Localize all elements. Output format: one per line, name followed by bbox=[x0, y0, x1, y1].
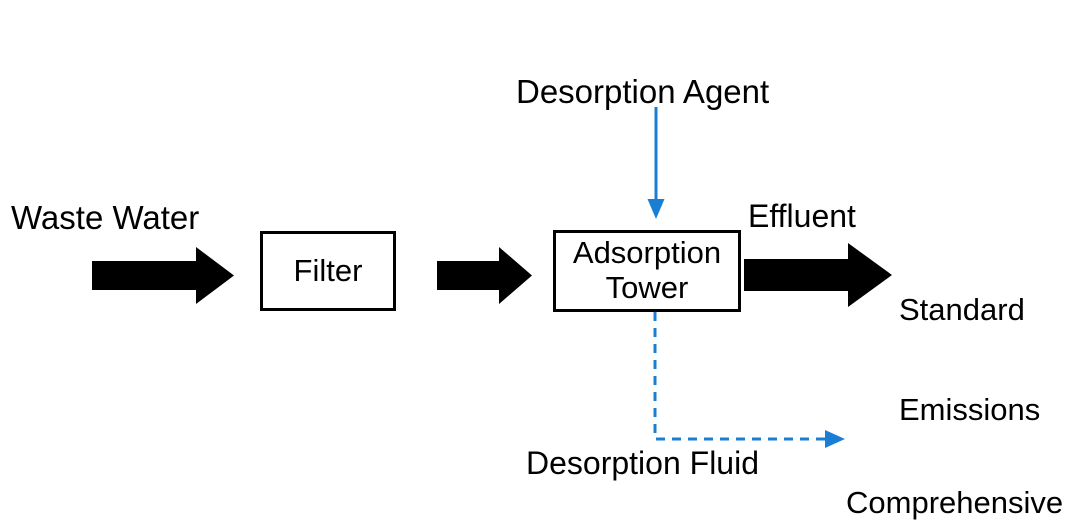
label-standard-emissions-line1: Standard bbox=[899, 291, 1025, 327]
label-comprehensive-processing-line1: Comprehensive bbox=[846, 484, 1064, 520]
node-filter[interactable]: Filter bbox=[260, 231, 396, 311]
arrow-tower-to-emissions bbox=[744, 243, 892, 307]
arrow-filter-to-tower bbox=[437, 247, 532, 304]
arrow-wastewater-to-filter bbox=[92, 247, 234, 304]
node-adsorption-tower[interactable]: Adsorption Tower bbox=[553, 230, 741, 312]
label-standard-emissions-line2: Emissions bbox=[899, 392, 1041, 428]
node-adsorption-tower-label: Adsorption Tower bbox=[572, 235, 722, 305]
arrow-desorption-fluid-out bbox=[645, 310, 850, 450]
label-standard-emissions: Standard Emissions bbox=[899, 226, 1040, 494]
node-filter-label: Filter bbox=[293, 252, 363, 288]
label-comprehensive-processing: Comprehensive Processing bbox=[846, 419, 1063, 525]
label-desorption-agent: Desorption Agent bbox=[516, 73, 770, 110]
node-adsorption-tower-label-line2: Tower bbox=[605, 270, 689, 305]
node-adsorption-tower-label-line1: Adsorption bbox=[572, 235, 722, 271]
arrow-desorption-agent-in bbox=[645, 107, 667, 219]
label-waste-water: Waste Water bbox=[11, 199, 200, 236]
label-desorption-fluid: Desorption Fluid bbox=[526, 445, 759, 481]
label-effluent: Effluent bbox=[748, 198, 856, 234]
